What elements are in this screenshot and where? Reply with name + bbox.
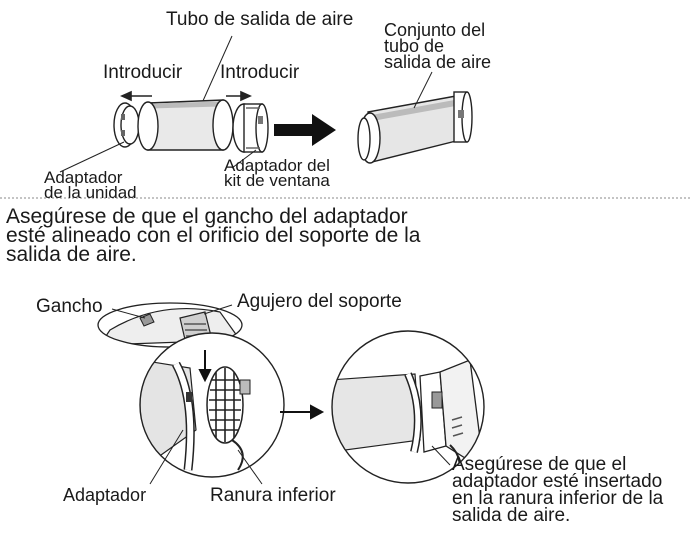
exhaust-tube (138, 100, 233, 150)
unit-adapter-label: Adaptador de la unidad (44, 170, 137, 201)
unit-adapter-ring (114, 103, 139, 147)
bracket-hole-label: Agujero del soporte (237, 292, 402, 311)
alignment-instruction: Asegúrese de que el gancho del adaptador… (6, 208, 420, 265)
assembly-label: Conjunto del tubo de salida de aire (384, 22, 491, 71)
insert-right-label: Introducir (220, 63, 299, 82)
adapter-zoom-view (138, 330, 288, 480)
tube-label: Tubo de salida de aire (166, 10, 353, 29)
lower-slot-label: Ranura inferior (210, 486, 336, 505)
next-step-arrow (280, 406, 322, 418)
insertion-confirmation: Asegúrese de que el adaptador esté inser… (452, 456, 663, 524)
window-adapter-label: Adaptador del kit de ventana (224, 158, 330, 189)
insert-arrow-right (226, 92, 250, 100)
insert-left-label: Introducir (103, 63, 182, 82)
insert-arrow-left (122, 92, 152, 100)
assembly-arrow (274, 114, 336, 146)
assembled-tube (358, 92, 472, 163)
adapter-label: Adaptador (63, 486, 146, 504)
hook-label: Gancho (36, 297, 103, 316)
window-kit-adapter-ring (233, 104, 268, 152)
